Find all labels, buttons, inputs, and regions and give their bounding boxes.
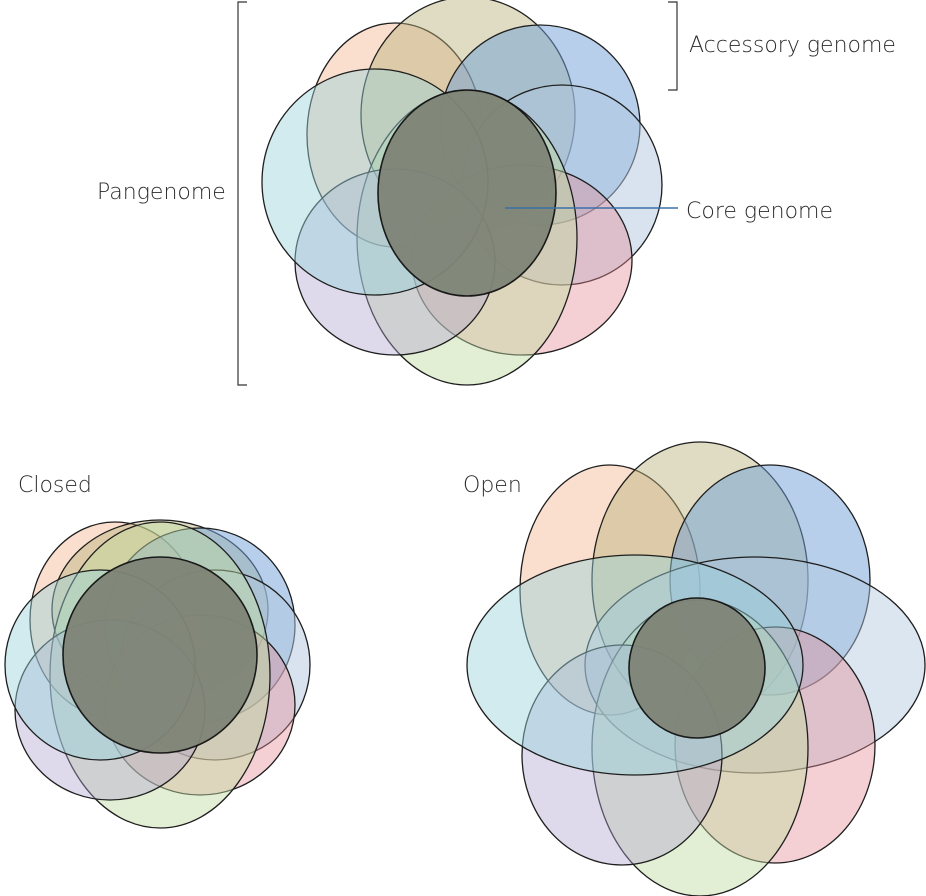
closed-core-circle: [62, 556, 258, 754]
accessory-bracket: [668, 1, 678, 91]
top-diagram: Accessory genome Pangenome Core genome: [97, 0, 896, 386]
closed-diagram: Closed: [4, 473, 311, 829]
open-diagram: Open: [463, 441, 926, 896]
closed-label: Closed: [18, 473, 92, 498]
core-circle: [377, 89, 557, 297]
pangenome-bracket: [237, 1, 247, 386]
open-core-circle: [628, 597, 766, 739]
accessory-genome-label: Accessory genome: [689, 33, 896, 58]
open-label: Open: [463, 473, 522, 498]
core-genome-label: Core genome: [686, 199, 833, 224]
pangenome-label: Pangenome: [97, 180, 226, 205]
